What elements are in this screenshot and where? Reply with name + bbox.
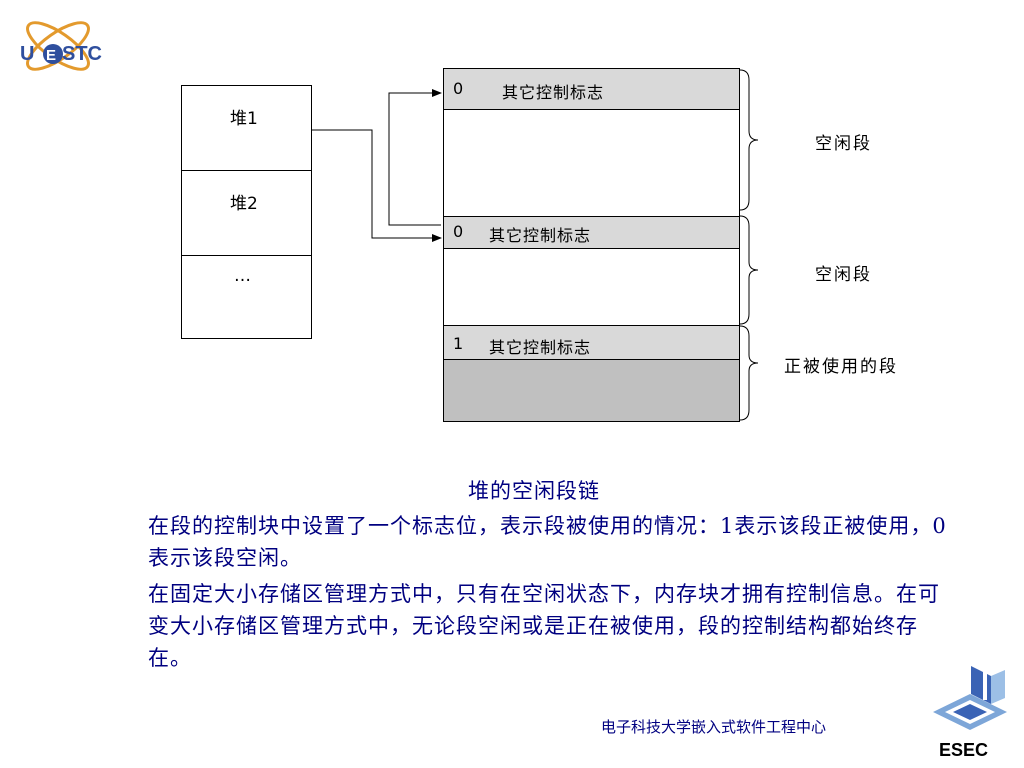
paragraph-flag-bit: 在段的控制块中设置了一个标志位，表示段被使用的情况：1表示该段正被使用，0表示该… [148, 514, 947, 570]
segment-chain: 0 其它控制标志 0 其它控制标志 1 其它控制标志 [443, 68, 740, 422]
segment-2-header: 0 其它控制标志 [444, 217, 739, 249]
segment-3-flag: 1 [453, 334, 465, 353]
heap-item-more-label: … [234, 266, 251, 286]
footer-institution: 电子科技大学嵌入式软件工程中心 [601, 718, 827, 736]
free-segment-label-1: 空闲段 [815, 134, 872, 154]
esec-logo: ESEC [925, 660, 1015, 760]
brace-free-segment-2 [739, 215, 759, 325]
segment-3-body-used [444, 360, 739, 421]
segment-2-flag: 0 [453, 222, 465, 241]
brace-used-segment [739, 325, 759, 421]
svg-text:STC: STC [62, 43, 102, 65]
segment-3-label: 其它控制标志 [489, 338, 592, 357]
heap-item-2-label: 堆2 [230, 194, 258, 214]
segment-1-flag: 0 [453, 79, 465, 98]
segment-1-label: 其它控制标志 [502, 83, 605, 102]
heap-item-more: … [182, 256, 311, 340]
heap-list: 堆1 堆2 … [181, 85, 312, 339]
heap-item-1: 堆1 [182, 86, 311, 171]
heap-item-1-label: 堆1 [230, 109, 258, 129]
brace-free-segment-1 [739, 69, 759, 211]
svg-text:U: U [20, 43, 34, 65]
segment-1-header: 0 其它控制标志 [444, 69, 739, 110]
diagram-caption: 堆的空闲段链 [468, 479, 600, 503]
svg-text:ESEC: ESEC [939, 740, 988, 760]
uestc-logo: U E STC [10, 10, 110, 82]
segment-2-body [444, 249, 739, 326]
free-chain-link-arrow [388, 89, 442, 226]
segment-1-body [444, 110, 739, 217]
svg-text:E: E [46, 47, 56, 64]
used-segment-label: 正被使用的段 [784, 357, 898, 377]
segment-2-label: 其它控制标志 [489, 226, 592, 245]
paragraph-management-modes: 在固定大小存储区管理方式中，只有在空闲状态下，内存块才拥有控制信息。在可变大小存… [148, 582, 940, 670]
heap-item-2: 堆2 [182, 171, 311, 256]
segment-3-header: 1 其它控制标志 [444, 326, 739, 360]
heap-to-segment-arrow [312, 129, 442, 242]
free-segment-label-2: 空闲段 [815, 265, 872, 285]
